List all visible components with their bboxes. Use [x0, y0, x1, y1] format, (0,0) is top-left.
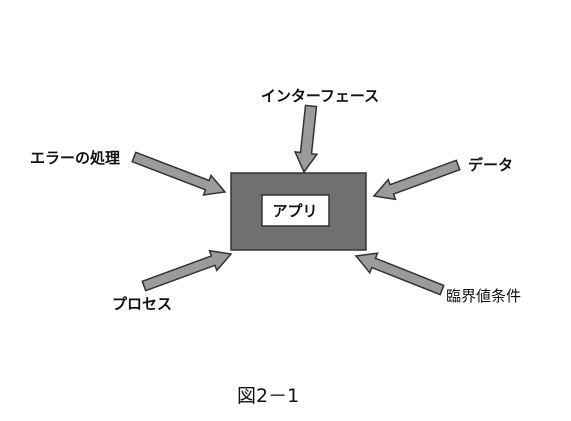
arrow-boundary	[354, 252, 445, 296]
arrow-interface	[293, 104, 319, 174]
label-process: プロセス	[112, 295, 172, 313]
app-label: アプリ	[272, 202, 317, 220]
figure-caption: 図2－1	[237, 385, 299, 407]
label-boundary: 臨界値条件	[446, 287, 521, 305]
arrow-error	[131, 151, 227, 196]
app-label-box	[261, 194, 330, 227]
label-data: データ	[468, 156, 513, 174]
arrow-process	[141, 249, 233, 292]
arrow-data	[372, 159, 461, 201]
label-error: エラーの処理	[30, 149, 120, 167]
label-interface: インターフェース	[261, 87, 379, 105]
